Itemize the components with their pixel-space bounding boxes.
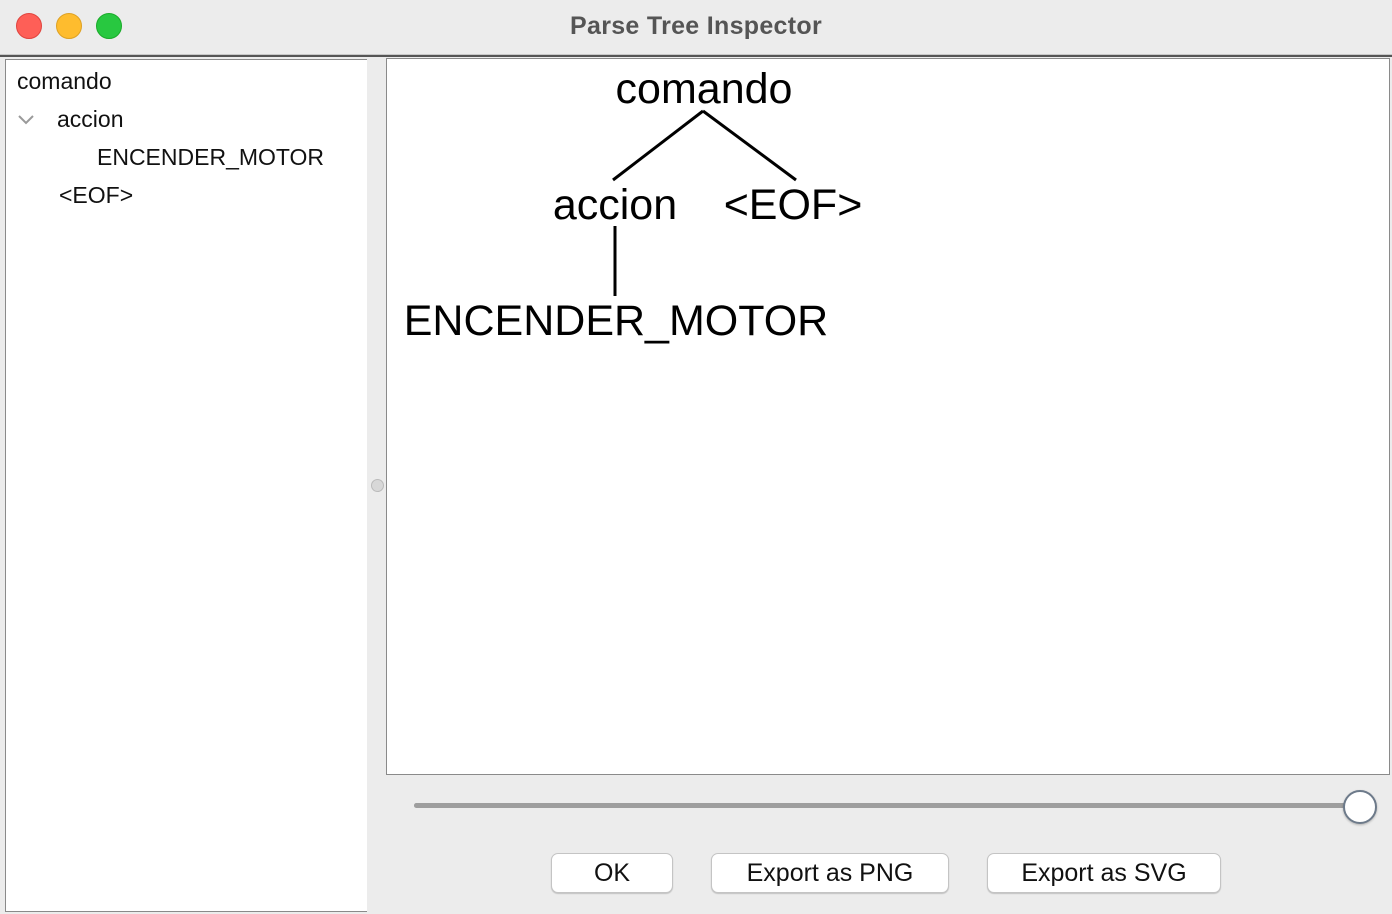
title-bar: Parse Tree Inspector (0, 0, 1392, 55)
split-pane-divider[interactable] (367, 57, 386, 914)
node-comando: comando (616, 65, 793, 113)
title-separator (0, 55, 1392, 57)
zoom-slider-fill (414, 803, 1364, 808)
zoom-slider-track[interactable] (414, 803, 1364, 808)
parse-tree-diagram: comando accion <EOF> ENCENDER_MOTOR (404, 65, 863, 345)
ok-button[interactable]: OK (551, 853, 673, 893)
close-window-button[interactable] (16, 13, 42, 39)
tree-item-eof[interactable]: <EOF> (59, 182, 134, 208)
maximize-window-button[interactable] (96, 13, 122, 39)
parse-tree-outline[interactable]: comando accion ENCENDER_MOTOR <EOF> (5, 59, 368, 912)
node-accion: accion (553, 181, 677, 229)
divider-handle[interactable] (371, 479, 384, 492)
chevron-down-icon[interactable] (16, 110, 36, 130)
export-svg-button[interactable]: Export as SVG (987, 853, 1221, 893)
zoom-slider-thumb[interactable] (1343, 790, 1377, 824)
edge-comando-accion (612, 109, 704, 182)
window-title: Parse Tree Inspector (570, 12, 822, 40)
tree-item-accion[interactable]: accion (57, 106, 124, 132)
parse-tree-canvas: comando accion <EOF> ENCENDER_MOTOR (386, 58, 1390, 775)
tree-item-encender-motor[interactable]: ENCENDER_MOTOR (97, 144, 325, 170)
edge-comando-eof (702, 109, 797, 182)
tree-item-comando[interactable]: comando (17, 68, 112, 94)
node-eof: <EOF> (724, 181, 863, 229)
node-encender-motor: ENCENDER_MOTOR (404, 297, 828, 345)
export-png-button[interactable]: Export as PNG (711, 853, 949, 893)
minimize-window-button[interactable] (56, 13, 82, 39)
